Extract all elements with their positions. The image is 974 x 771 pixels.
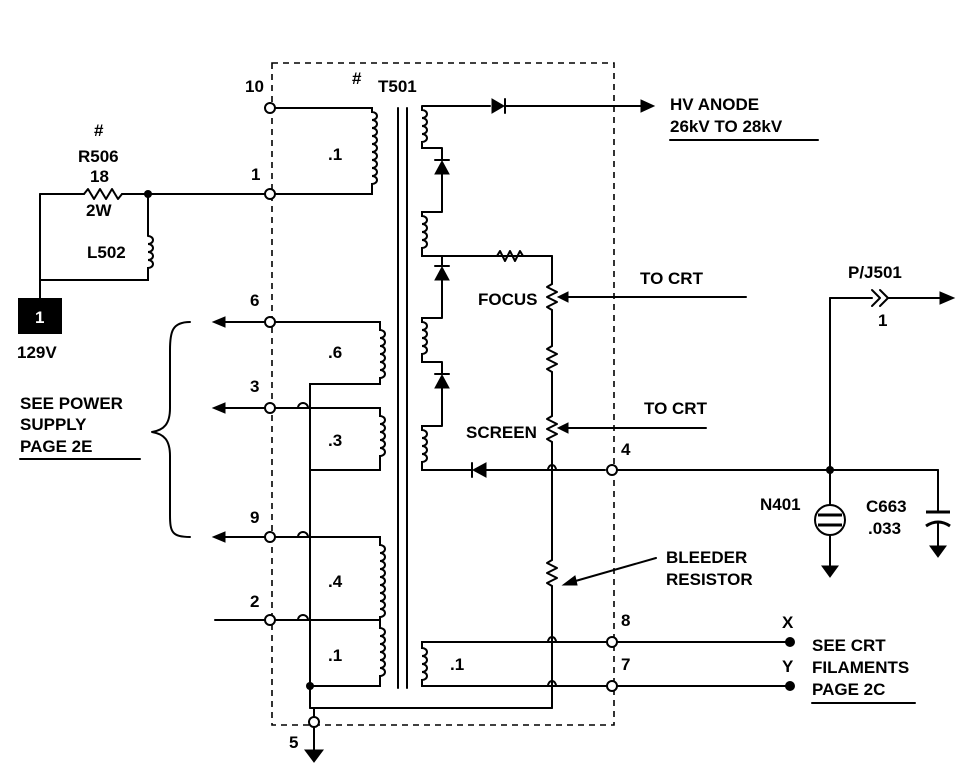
transformer-ref: T501 (378, 77, 417, 96)
filament-x-label: X (782, 613, 794, 632)
external-right-circuit (616, 289, 956, 578)
pin-label-9: 9 (250, 508, 259, 527)
right-pins (606, 464, 618, 692)
pin-label-8: 8 (621, 611, 630, 630)
filaments-note-line1: SEE CRT (812, 636, 886, 655)
hv-anode-line1: HV ANODE (670, 95, 759, 114)
power-supply-note-line1: SEE POWER (20, 394, 123, 413)
l502-ref: L502 (87, 243, 126, 262)
capacitor-ref: C663 (866, 497, 907, 516)
capacitor-value: .033 (868, 519, 901, 538)
pin-label-10: 10 (245, 77, 264, 96)
screen-dest: TO CRT (644, 399, 708, 418)
ground-symbol-pin5 (304, 726, 324, 763)
power-supply-bracket (151, 316, 266, 621)
filament-outputs (616, 637, 795, 691)
winding-label-2: .6 (328, 343, 342, 362)
connector-j501-pin: 1 (878, 311, 887, 330)
hv-anode-line2: 26kV TO 28kV (670, 117, 783, 136)
r506-network (39, 188, 266, 299)
pin-label-3: 3 (250, 377, 259, 396)
connector-1-voltage: 129V (17, 343, 57, 362)
power-supply-note-line3: PAGE 2E (20, 437, 92, 456)
r506-mark: # (94, 121, 104, 140)
r506-value: 18 (90, 167, 109, 186)
filaments-note-line2: FILAMENTS (812, 658, 909, 677)
connector-1-box (18, 298, 62, 334)
bleeder-line2: RESISTOR (666, 570, 753, 589)
primary-junctions (144, 190, 314, 690)
wire-crossovers (297, 402, 309, 621)
pin-label-7: 7 (621, 655, 630, 674)
r506-power: 2W (86, 201, 112, 220)
winding-label-6: .1 (450, 655, 464, 674)
connector-1-number: 1 (35, 308, 44, 327)
pin-label-1: 1 (251, 165, 260, 184)
filament-winding (421, 641, 612, 687)
winding-label-3: .3 (328, 431, 342, 450)
focus-label: FOCUS (478, 290, 538, 309)
filament-y-label: Y (782, 657, 794, 676)
transformer-core (397, 107, 408, 689)
neon-ref: N401 (760, 495, 801, 514)
transformer-mark: # (352, 69, 362, 88)
focus-dest: TO CRT (640, 269, 704, 288)
transformer-outline (271, 62, 615, 726)
filaments-note-line3: PAGE 2C (812, 680, 885, 699)
screen-label: SCREEN (466, 423, 537, 442)
primary-windings (270, 107, 553, 721)
winding-label-4: .4 (328, 572, 343, 591)
r506-ref: R506 (78, 147, 119, 166)
winding-label-1: .1 (328, 145, 342, 164)
bleeder-line1: BLEEDER (666, 548, 747, 567)
bleeder-pointer (561, 557, 657, 586)
hv-secondary (421, 98, 747, 709)
power-supply-note-line2: SUPPLY (20, 415, 87, 434)
pin-label-5: 5 (289, 733, 298, 752)
pin-label-2: 2 (250, 592, 259, 611)
pin-label-6: 6 (250, 291, 259, 310)
pin-label-4: 4 (621, 440, 631, 459)
winding-label-5: .1 (328, 646, 342, 665)
connector-j501-ref: P/J501 (848, 263, 902, 282)
